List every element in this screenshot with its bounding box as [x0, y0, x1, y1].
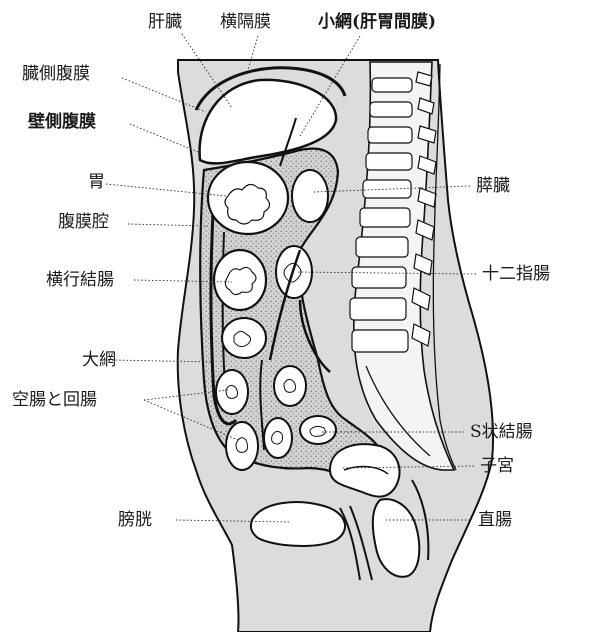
label-stomach: 胃: [88, 172, 105, 192]
label-pancreas: 膵臓: [476, 176, 510, 196]
label-liver: 肝臓: [148, 12, 182, 32]
pancreas-shape: [292, 170, 328, 222]
bladder-shape: [251, 502, 345, 546]
label-visceral-peritoneum: 臓側腹膜: [22, 64, 90, 84]
transverse-colon-shape: [214, 250, 266, 310]
label-jejunum-ileum: 空腸と回腸: [12, 390, 97, 410]
label-parietal-peritoneum: 壁側腹膜: [28, 112, 96, 132]
label-peritoneal-cavity: 腹膜腔: [58, 212, 109, 232]
label-diaphragm: 横隔膜: [220, 12, 271, 32]
label-greater-omentum: 大網: [82, 350, 116, 370]
label-bladder: 膀胱: [118, 510, 152, 530]
label-rectum: 直腸: [478, 510, 512, 530]
label-duodenum: 十二指腸: [482, 264, 550, 284]
label-transverse-colon: 横行結腸: [46, 270, 114, 290]
label-lesser-omentum: 小網(肝胃間膜): [318, 12, 436, 32]
stomach-shape: [208, 162, 288, 234]
label-uterus: 子宮: [480, 456, 514, 476]
label-sigmoid-colon: S状結腸: [470, 422, 533, 442]
